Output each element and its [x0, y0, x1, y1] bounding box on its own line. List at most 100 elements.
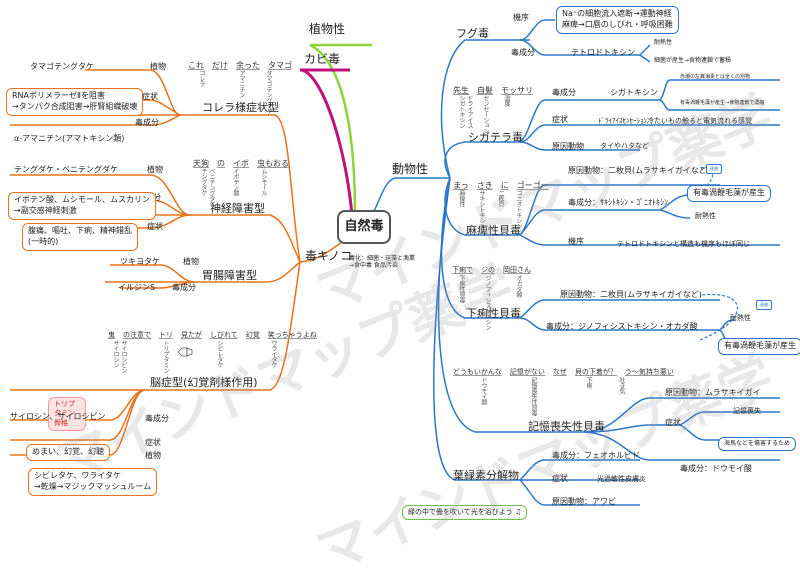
plant-branch[interactable]: 植物性 [309, 22, 346, 36]
paralytic-cause: 原因動物：二枚貝(ムラサキイガイなど) [568, 166, 710, 175]
diarrhetic-mnemonic: 下痢でジの岡田さん [452, 266, 531, 274]
brain-note-box: トリプタミン骨格 [48, 397, 86, 432]
amnesic-cause: 原因動物：ムラサキイガイ [665, 388, 761, 397]
paralytic-prop1-box: 有毒渦鞭毛藻が産生 [687, 185, 771, 202]
brain-plant-label: 植物 [145, 451, 161, 460]
connector-lines [10, 19, 780, 506]
diarrhetic-prop1: 耐熱性 [730, 314, 751, 322]
diarrhetic-title[interactable]: 下痢性貝毒 [466, 307, 521, 320]
ciguatera-prop1: 赤潮の左翼海素とは全くの別物 [680, 74, 751, 80]
brain-symptom-label: 症状 [145, 438, 161, 447]
paralytic-mech-value: テトロドトキシンと構造も機序もほぼ同じ [617, 240, 750, 248]
music-note-icon: ♫ [515, 508, 522, 516]
paralytic-mnemonic-sub: 二枚貝 [497, 190, 504, 207]
mushroom-branch[interactable]: 毒キノコ [305, 249, 353, 263]
cholera-mnemonic-sub: タマゴテングタケ [265, 70, 272, 114]
amnesic-mnemonic-sub: 下痢 [585, 377, 592, 388]
diarrhetic-mnemonic-sub: ジノフィシストキシン [484, 275, 491, 330]
mind-map: 自然毒 毒化：細菌・珪藻と漁業 →食中毒 食品汚染 植物性 カビ毒 毒キノコ こ… [6, 6, 800, 584]
amnesic-mnemonic-sub: ドウモイ酸 [480, 377, 487, 405]
cholera-symptom-box: RNAポリメラーゼⅡを阻害 →タンパク合成阻害→肝腎組織破壊 [6, 88, 144, 116]
fugu-prop1: 耐熱性 [654, 39, 673, 46]
ciguatera-symptom-label: 症状 [552, 115, 568, 124]
amnesic-title[interactable]: 記憶喪失性貝毒 [528, 420, 605, 433]
chlorophyll-note-box: 緑の中で畳を吹いて光を浴びよう ♫ [402, 505, 528, 521]
ciguatera-toxin-label: 毒成分 [552, 88, 576, 97]
brain-toxin-label: 毒成分 [145, 414, 169, 423]
cholera-toxin-label: 毒成分 [135, 118, 159, 127]
cholera-plant-value: タマゴテングタケ [30, 62, 94, 71]
ciguatera-mnemonic: 先生自髪モッサリ [453, 86, 533, 95]
cholera-title[interactable]: コレラ様症状型 [202, 101, 279, 114]
cholera-mnemonic: これだけ余ったタマゴ [188, 61, 292, 70]
neuro-symptom-label: 症状 [147, 222, 163, 231]
amnesic-mnemonic-sub: 記憶喪失性貝毒 [530, 377, 537, 416]
mold-branch[interactable]: カビ毒 [304, 52, 341, 66]
paralytic-title[interactable]: 麻痺性貝毒 [466, 224, 521, 237]
cholera-mnemonic-sub: アマニチン [238, 70, 245, 98]
diarrhetic-cause: 原因動物：二枚貝(ムラサキイガイなど) [560, 290, 702, 299]
diarrhetic-mnemonic-sub: オカダ酸 [515, 275, 522, 297]
cholera-symptom-label: 症状 [142, 92, 158, 101]
chlorophyll-cause: 原因動物：アワビ [552, 497, 616, 506]
ciguatera-mnemonic-sub: センセーション [482, 95, 489, 134]
paralytic-mnemonic-sub: ゴニオトキシン [515, 190, 522, 229]
neuro-mnemonic-sub: テングタケ [200, 168, 207, 196]
diarrhetic-mnemonic-sub: 下痢性貝毒 [458, 275, 465, 303]
brain-symptom-box: めまい、幻覚、幻聴 [26, 444, 110, 461]
diarrhetic-badge: 連鎖 [756, 300, 772, 310]
neuro-toxin-box: イボテン酸、ムシモール、ムスカリン →副交感神経刺激 [8, 192, 156, 220]
paralytic-prop2: 耐熱性 [695, 212, 716, 220]
fugu-toxin-value: テトロドトキシン [571, 48, 635, 57]
paralytic-toxin: 毒成分：ｻｷｼﾄｷｼﾝ・ｺﾞﾆｵﾄｷｼﾝ [568, 198, 668, 207]
paralytic-badge: 連鎖 [706, 164, 722, 174]
ciguatera-mnemonic-sub: シガトキシン [458, 95, 465, 128]
brain-mnemonic-sub: サイロシビン [120, 340, 127, 373]
ciguatera-prop2: 有毒渦鞭毛藻が産生→食物連鎖で濃縮 [680, 100, 765, 106]
animal-branch[interactable]: 動物性 [392, 162, 429, 176]
cholera-toxin-value: α-アマニチン(アマトキシン類) [14, 134, 125, 143]
paralytic-mnemonic-sub: サキシトキシン [478, 190, 485, 229]
diarrhetic-prop2-box: 有毒渦鞭毛藻が産生 [718, 338, 800, 355]
chlorophyll-symptom-value: 光過敏性皮膚炎 [597, 475, 646, 483]
ciguatera-mnemonic-sub: ドライアイス [466, 95, 473, 128]
neuro-mnemonic-sub: イボテン酸 [232, 168, 239, 196]
ciguatera-cause-value: タイやハタなど [600, 142, 649, 150]
brain-mnemonic-sub: ワライタケ [270, 340, 277, 368]
chlorophyll-title[interactable]: 葉緑素分解物 [453, 469, 519, 482]
gastro-plant-value: ツキヨタケ [120, 257, 160, 266]
tryptamine-structure-icon [177, 347, 193, 357]
neuro-title[interactable]: 神経障害型 [210, 202, 265, 215]
amnesic-toxin: 毒成分：ドウモイ酸 [680, 464, 752, 473]
gastro-toxin-label: 毒成分 [172, 283, 196, 292]
amnesic-mnemonic-sub: 吐き気 [618, 377, 625, 394]
paralytic-mnemonic-sub: 麻痺性 [458, 190, 465, 207]
gastro-toxin-value: イルジンS [118, 283, 156, 292]
amnesic-symptom-label: 症状 [665, 418, 681, 427]
brain-toxin-value: サイロシン、サイロシビン [10, 412, 106, 421]
gastro-plant-label: 植物 [183, 257, 199, 266]
center-topic[interactable]: 自然毒 [337, 210, 391, 244]
paralytic-mnemonic: まっさきにゴーゴー [453, 181, 549, 190]
fugu-title[interactable]: フグ毒 [456, 27, 489, 40]
paralytic-mech-label: 機序 [568, 237, 584, 246]
neuro-plant-label: 植物 [147, 165, 163, 174]
ciguatera-toxin-value: シガトキシン [610, 88, 658, 97]
neuro-mnemonic: 天狗のイボ虫もおる [193, 159, 289, 168]
brain-mnemonic: 鬼の注意でトリ見たがしびれて幻覚笑っちゃうよね [108, 331, 317, 339]
gastro-title[interactable]: 胃腸障害型 [202, 269, 257, 282]
brain-mnemonic-sub: シビレタケ [216, 340, 223, 368]
chlorophyll-toxin: 毒成分：フェオホルビド [552, 451, 640, 460]
amnesic-symptom-sub-box: 海馬などを傷害するため [718, 437, 797, 452]
amnesic-mnemonic: どうもいかんな記憶がないなぜ貝の下着が？う～気持ち悪い [453, 368, 674, 376]
brain-plant-box: シビレタケ、ワライタケ →乾燥→マジックマッシュルーム [28, 468, 158, 496]
neuro-symptom-box: 腹痛、嘔吐、下痢、精神錯乱 (一時的) [22, 223, 138, 251]
brain-mnemonic-sub: トリプタミン [162, 340, 169, 373]
fugu-mech-box: Na⁺の細胞流入遮断→運動神経 麻痺→口唇のしびれ・呼吸困難 [556, 6, 679, 34]
ciguatera-mnemonic-sub: 温度 [503, 95, 510, 106]
brain-title[interactable]: 脳症型(幻覚剤様作用) [150, 376, 258, 389]
neuro-mnemonic-sub: ムシモール [260, 168, 267, 196]
cholera-plant-label: 植物 [150, 62, 166, 71]
amnesic-symptom-value: 記憶喪失 [733, 407, 761, 415]
ciguatera-title[interactable]: シガテラ毒 [468, 131, 523, 144]
